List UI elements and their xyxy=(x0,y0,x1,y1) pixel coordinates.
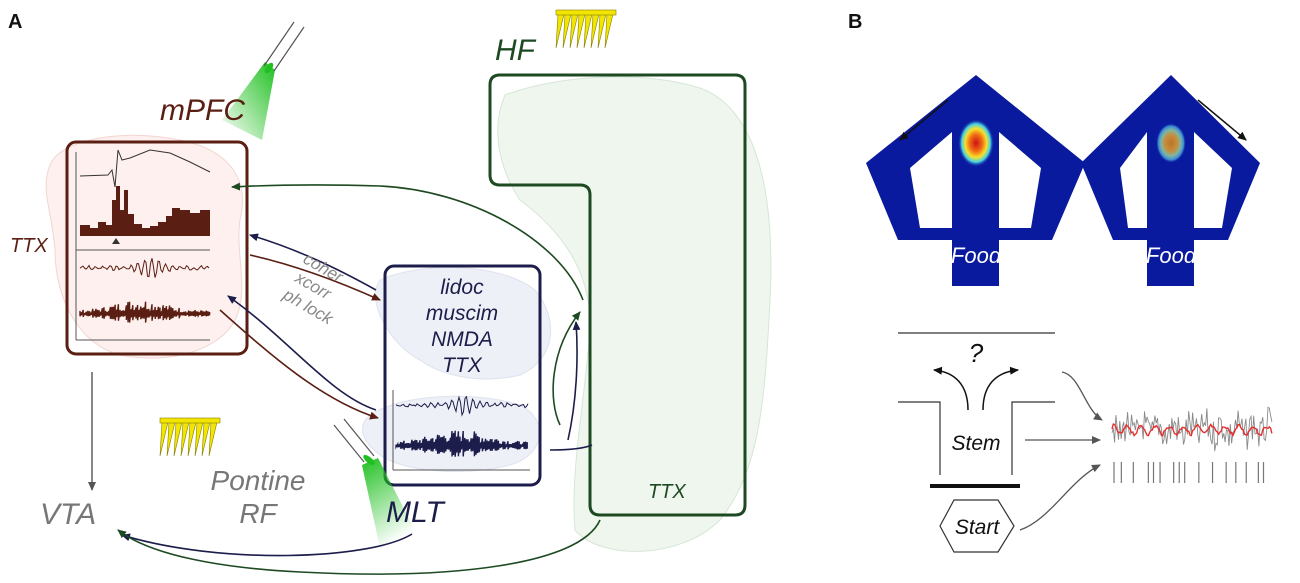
mpfc-spike-trace xyxy=(79,301,211,323)
mpfc-lfp-trace xyxy=(79,258,210,278)
mlt-lfp-trace xyxy=(395,395,529,417)
hf-brain-shape xyxy=(497,76,772,552)
hf-electrode-array-icon xyxy=(555,9,617,49)
stem-theta-filtered-trace xyxy=(1111,423,1273,438)
drug-ttx: TTX xyxy=(442,354,483,377)
panel-a-label: A xyxy=(8,11,22,33)
drug-nmda: NMDA xyxy=(431,328,493,351)
stem-lfp-trace xyxy=(1111,406,1273,452)
hf-region-outline xyxy=(488,73,747,517)
mpfc-label: mPFC xyxy=(160,94,245,127)
maze-left-food-label: Food xyxy=(951,243,1002,268)
mpfc-ttx-label: TTX xyxy=(10,235,48,257)
drug-list: lidoc muscim NMDA TTX xyxy=(426,276,498,377)
maze-right-food-label: Food xyxy=(1146,243,1197,268)
mlt-recording-box xyxy=(383,264,542,487)
mpfc-waveform-trace xyxy=(79,149,211,188)
maze-right xyxy=(1081,75,1260,286)
mlt-optic-fiber xyxy=(333,418,420,548)
stem-label: Stem xyxy=(951,432,1000,455)
stem-spike-raster xyxy=(1113,462,1265,483)
connection-arrows xyxy=(88,182,601,575)
choice-question-mark: ? xyxy=(969,338,984,368)
drug-lidoc: lidoc xyxy=(440,276,484,299)
start-label: Start xyxy=(955,516,1001,539)
tmaze-to-trace-arrows xyxy=(1019,371,1103,531)
mpfc-brain-shape xyxy=(45,134,243,359)
panel-b-label: B xyxy=(848,11,862,33)
drug-muscim: muscim xyxy=(426,302,498,325)
mpfc-psth-histogram xyxy=(80,186,210,244)
tmaze-schematic xyxy=(898,332,1055,553)
start-hexagon xyxy=(939,499,1015,553)
pontine-label-line1: Pontine xyxy=(211,465,306,496)
mpfc-optic-fiber xyxy=(222,21,305,140)
pontine-label-line2: RF xyxy=(239,498,278,529)
mlt-spike-trace xyxy=(395,430,528,457)
maze-left xyxy=(866,75,1085,286)
hf-label: HF xyxy=(495,34,537,67)
mlt-label: MLT xyxy=(386,496,446,529)
analysis-labels: coher xcorr ph lock xyxy=(279,249,347,329)
hf-ttx-label: TTX xyxy=(648,481,686,503)
pontine-electrode-array-icon xyxy=(159,417,221,457)
vta-label: VTA xyxy=(40,498,96,531)
mpfc-recording-box xyxy=(65,140,249,356)
